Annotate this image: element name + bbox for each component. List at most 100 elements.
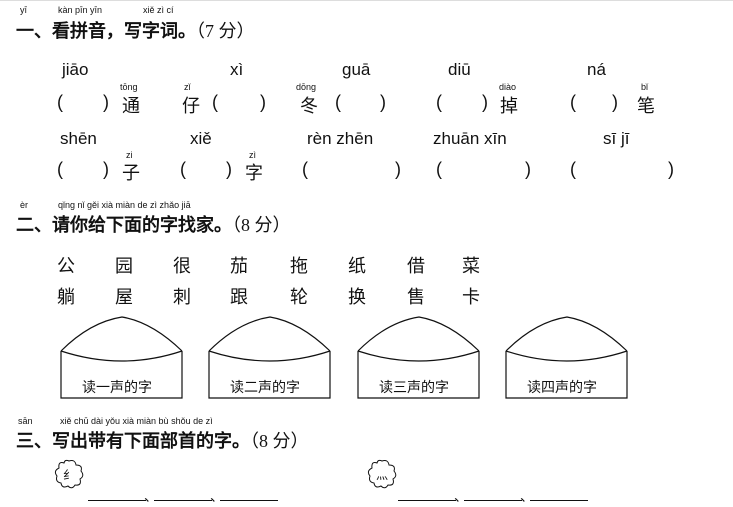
answer-paren-open[interactable]: ( bbox=[570, 92, 576, 112]
section-title: 三、写出带有下面部首的字。（8 分） bbox=[16, 427, 309, 453]
char-pinyin: zì bbox=[249, 150, 257, 160]
sort-char[interactable]: 刺 bbox=[173, 287, 191, 307]
answer-paren-open[interactable]: ( bbox=[57, 92, 63, 112]
answer-paren-close: ) bbox=[103, 92, 109, 112]
sort-char[interactable]: 跟 bbox=[230, 287, 248, 307]
top-border bbox=[0, 0, 733, 1]
pinyin-prompt: zhuān xīn bbox=[433, 129, 507, 148]
separator: 、 bbox=[454, 488, 468, 504]
pinyin-prompt: xiě bbox=[190, 129, 212, 148]
section-number: 二、 bbox=[16, 215, 52, 235]
title-pinyin: yī bbox=[20, 5, 28, 15]
pinyin-prompt: ná bbox=[587, 60, 606, 79]
radical-char: 纟 bbox=[63, 468, 76, 482]
pinyin-prompt: sī jī bbox=[603, 129, 630, 148]
answer-blank[interactable] bbox=[154, 500, 212, 501]
section-number: 一、 bbox=[16, 21, 52, 41]
separator: 、 bbox=[144, 488, 158, 504]
answer-blank[interactable] bbox=[220, 500, 278, 501]
sort-char[interactable]: 售 bbox=[407, 287, 425, 307]
char-pinyin: zi bbox=[126, 150, 133, 160]
answer-paren-open[interactable]: ( bbox=[570, 159, 576, 179]
char-pinyin: tōng bbox=[120, 82, 138, 92]
answer-paren-close: ) bbox=[525, 159, 531, 179]
section-score: （7 分） bbox=[196, 21, 255, 41]
title-pinyin: sān bbox=[18, 416, 33, 426]
sort-char[interactable]: 纸 bbox=[348, 256, 366, 276]
house-outline-icon bbox=[505, 316, 628, 399]
char-pinyin: zǐ bbox=[184, 82, 191, 92]
pinyin-prompt: xì bbox=[230, 60, 244, 79]
answer-paren-close: ) bbox=[395, 159, 401, 179]
given-char: 字 bbox=[245, 163, 263, 183]
answer-paren-open[interactable]: ( bbox=[335, 92, 341, 112]
answer-blank[interactable] bbox=[464, 500, 522, 501]
tone-house[interactable]: 读四声的字 bbox=[505, 316, 629, 400]
separator: 、 bbox=[520, 488, 534, 504]
given-char: 子 bbox=[122, 163, 140, 183]
sort-char[interactable]: 屋 bbox=[115, 287, 133, 307]
separator: 、 bbox=[210, 488, 224, 504]
house-label: 读一声的字 bbox=[82, 379, 152, 395]
answer-paren-open[interactable]: ( bbox=[436, 92, 442, 112]
answer-paren-open[interactable]: ( bbox=[180, 159, 186, 179]
answer-paren-close: ) bbox=[380, 92, 386, 112]
section-title: 二、请你给下面的字找家。（8 分） bbox=[16, 211, 291, 237]
answer-blank[interactable] bbox=[530, 500, 588, 501]
section-score: （8 分） bbox=[232, 215, 291, 235]
pinyin-prompt: shēn bbox=[60, 129, 97, 148]
title-pinyin: xiě zì cí bbox=[143, 5, 174, 15]
sort-char[interactable]: 躺 bbox=[57, 287, 75, 307]
given-char: 通 bbox=[122, 96, 140, 116]
given-char: 掉 bbox=[500, 96, 518, 116]
tone-house[interactable]: 读二声的字 bbox=[208, 316, 332, 400]
pinyin-prompt: jiāo bbox=[62, 60, 89, 79]
title-pinyin: kàn pīn yīn bbox=[58, 5, 103, 15]
house-outline-icon bbox=[208, 316, 331, 399]
house-outline-icon bbox=[357, 316, 480, 399]
sort-char[interactable]: 轮 bbox=[290, 287, 308, 307]
section-title-text: 写出带有下面部首的字。 bbox=[52, 431, 250, 451]
section-number: 三、 bbox=[16, 431, 52, 451]
char-pinyin: diào bbox=[499, 82, 517, 92]
pinyin-prompt: guā bbox=[342, 60, 371, 79]
sort-char[interactable]: 公 bbox=[57, 256, 75, 276]
sort-char[interactable]: 园 bbox=[115, 256, 133, 276]
answer-blank[interactable] bbox=[398, 500, 456, 501]
sort-char[interactable]: 菜 bbox=[462, 256, 480, 276]
house-outline-icon bbox=[60, 316, 183, 399]
sort-char[interactable]: 拖 bbox=[290, 256, 308, 276]
given-char: 冬 bbox=[300, 96, 318, 116]
title-pinyin: xiě chū dài yǒu xià miàn bù shǒu de zì bbox=[60, 416, 213, 426]
sort-char[interactable]: 卡 bbox=[462, 287, 480, 307]
sort-char[interactable]: 很 bbox=[173, 256, 191, 276]
sort-char[interactable]: 茄 bbox=[230, 256, 248, 276]
answer-paren-open[interactable]: ( bbox=[57, 159, 63, 179]
answer-paren-close: ) bbox=[103, 159, 109, 179]
pinyin-prompt: diū bbox=[448, 60, 471, 79]
house-label: 读三声的字 bbox=[379, 379, 449, 395]
answer-blank[interactable] bbox=[88, 500, 146, 501]
answer-paren-close: ) bbox=[260, 92, 266, 112]
tone-house[interactable]: 读一声的字 bbox=[60, 316, 184, 400]
char-pinyin: dōng bbox=[296, 82, 317, 92]
answer-paren-close: ) bbox=[668, 159, 674, 179]
house-label: 读二声的字 bbox=[230, 379, 300, 395]
title-pinyin: èr bbox=[20, 200, 29, 210]
radical-char: 灬 bbox=[376, 468, 389, 482]
sort-char[interactable]: 借 bbox=[407, 256, 425, 276]
answer-paren-close: ) bbox=[482, 92, 488, 112]
title-pinyin: qǐng nǐ gěi xià miàn de zì zhǎo jiā bbox=[58, 200, 191, 210]
tone-house[interactable]: 读三声的字 bbox=[357, 316, 481, 400]
char-pinyin: bǐ bbox=[641, 82, 649, 92]
answer-paren-open[interactable]: ( bbox=[436, 159, 442, 179]
answer-paren-close: ) bbox=[612, 92, 618, 112]
house-label: 读四声的字 bbox=[527, 379, 597, 395]
sort-char[interactable]: 换 bbox=[348, 287, 366, 307]
answer-paren-open[interactable]: ( bbox=[302, 159, 308, 179]
pinyin-prompt: rèn zhēn bbox=[307, 129, 374, 148]
answer-paren-close: ) bbox=[226, 159, 232, 179]
answer-paren-open[interactable]: ( bbox=[212, 92, 218, 112]
given-char: 笔 bbox=[637, 96, 655, 116]
flower-radical-icon: 纟 bbox=[53, 458, 85, 490]
